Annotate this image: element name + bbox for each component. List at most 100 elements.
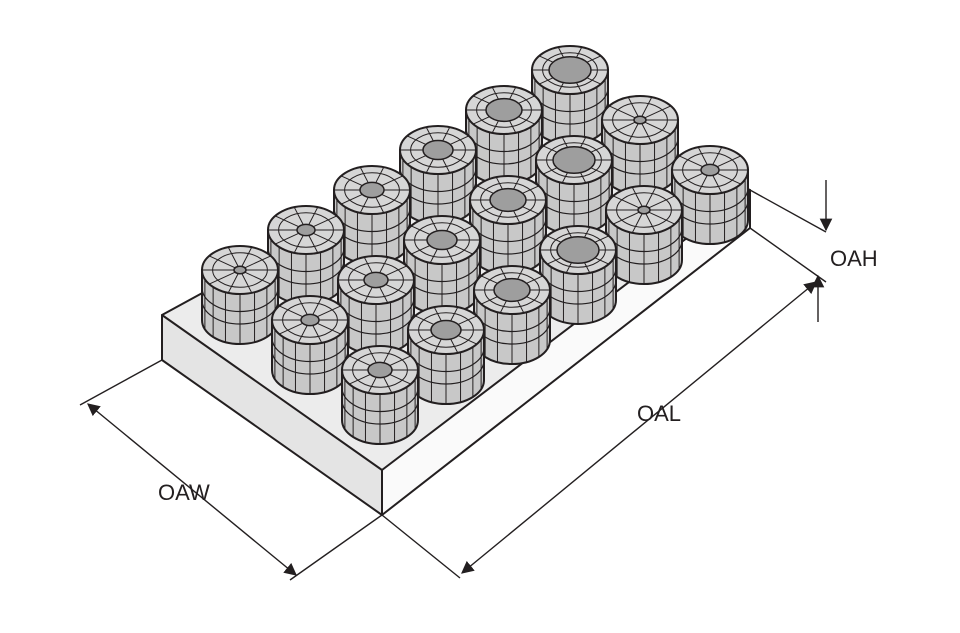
collet-segment-line	[244, 255, 271, 269]
collet-segment-line	[297, 296, 308, 315]
collet-segment-line	[717, 155, 741, 168]
collet-inner-ring	[352, 352, 408, 388]
collet-inner-ring	[480, 182, 536, 218]
oaw-extension-line-right	[289, 514, 383, 581]
collet-segment-line	[561, 136, 568, 148]
collet	[399, 125, 477, 225]
oah-extension-line-top	[749, 189, 827, 233]
collet-segment-line	[449, 155, 469, 165]
collet-segment-line	[341, 175, 363, 186]
collet-segment-line	[580, 136, 587, 148]
collet-segment-line	[363, 256, 373, 274]
collet-inner-ring	[344, 172, 400, 208]
collet-segment-line	[442, 158, 451, 174]
collet-segment-line	[279, 305, 303, 318]
collet-segment-line	[209, 255, 236, 269]
collet-segment-line	[594, 257, 609, 265]
collet-segment-line	[547, 257, 562, 265]
collet-segment-line	[411, 225, 431, 235]
collet-segment-line	[308, 235, 319, 254]
collet-segment-line	[644, 121, 671, 135]
collet-inner-ring	[278, 212, 334, 248]
collet-inner-ring	[682, 152, 738, 188]
collet-segment-line	[209, 271, 236, 285]
collet-segment-line	[375, 196, 385, 214]
collet	[531, 45, 609, 145]
collet-segment-line	[590, 167, 605, 175]
collet-segment-line	[543, 145, 558, 153]
oal-label: OAL	[637, 401, 681, 426]
collet	[469, 175, 547, 275]
collet-segment-line	[375, 166, 385, 184]
collet-segment-line	[442, 126, 451, 142]
collet	[601, 95, 679, 195]
collet-inner-ring	[616, 192, 672, 228]
collet-segment-line	[613, 195, 640, 209]
collet-grid	[201, 45, 749, 445]
collet-segment-line	[631, 186, 643, 207]
collet-segment-line	[539, 77, 554, 85]
collet-segment-line	[453, 225, 473, 235]
collet-segment-line	[586, 77, 601, 85]
collet-segment-line	[580, 172, 587, 184]
collet-segment-line	[717, 172, 741, 185]
collet-segment-line	[379, 286, 389, 304]
collet	[671, 145, 749, 245]
collet-segment-line	[389, 374, 411, 385]
collet-bore	[233, 265, 247, 275]
collet	[539, 225, 617, 325]
collet-segment-line	[446, 216, 455, 232]
collet-segment-line	[415, 315, 435, 325]
collet-segment-line	[341, 194, 363, 205]
collet-segment-line	[312, 296, 323, 315]
collet-segment-line	[547, 235, 562, 243]
collet-segment-line	[308, 206, 319, 225]
collet-segment-line	[648, 211, 675, 225]
collet-segment-line	[576, 46, 583, 58]
collet-segment-line	[425, 158, 434, 174]
collet	[333, 165, 411, 265]
collet-segment-line	[275, 232, 299, 245]
collet-segment-line	[227, 246, 239, 267]
collet-segment-line	[609, 121, 636, 135]
collet-segment-line	[363, 286, 373, 304]
collet-segment-line	[433, 338, 442, 354]
collet-segment-line	[349, 374, 371, 385]
collet-segment-line	[449, 135, 469, 145]
collet-segment-line	[381, 175, 403, 186]
collet-segment-line	[383, 346, 393, 364]
collet	[341, 345, 419, 445]
collet-bore	[489, 187, 527, 213]
collet-segment-line	[275, 215, 299, 228]
collet-inner-ring	[612, 102, 668, 138]
collet-segment-line	[359, 196, 369, 214]
collet-segment-line	[345, 284, 367, 295]
collet	[271, 295, 349, 395]
collet-inner-ring	[212, 252, 268, 288]
collet-segment-line	[379, 256, 389, 274]
collet-bore	[296, 223, 316, 237]
collet-bore	[637, 205, 651, 215]
collet-segment-line	[641, 123, 653, 144]
collet-segment-line	[679, 155, 703, 168]
collet-segment-line	[367, 376, 377, 394]
collet	[403, 215, 481, 315]
collet-segment-line	[415, 335, 435, 345]
collet	[267, 205, 345, 305]
oah-label: OAH	[830, 246, 878, 271]
collet-segment-line	[293, 206, 304, 225]
collet-segment-line	[429, 248, 438, 264]
collet-segment-line	[590, 145, 605, 153]
collet-segment-line	[227, 273, 239, 294]
collet-bore	[363, 271, 389, 289]
collet-segment-line	[557, 46, 564, 58]
collet-inner-ring	[476, 92, 532, 128]
oal-extension-line-left	[381, 514, 461, 579]
oal-dimension-line	[461, 281, 817, 574]
collet-segment-line	[565, 262, 572, 274]
collet-segment-line	[359, 166, 369, 184]
collet	[605, 185, 683, 285]
collet-bore	[430, 319, 462, 341]
